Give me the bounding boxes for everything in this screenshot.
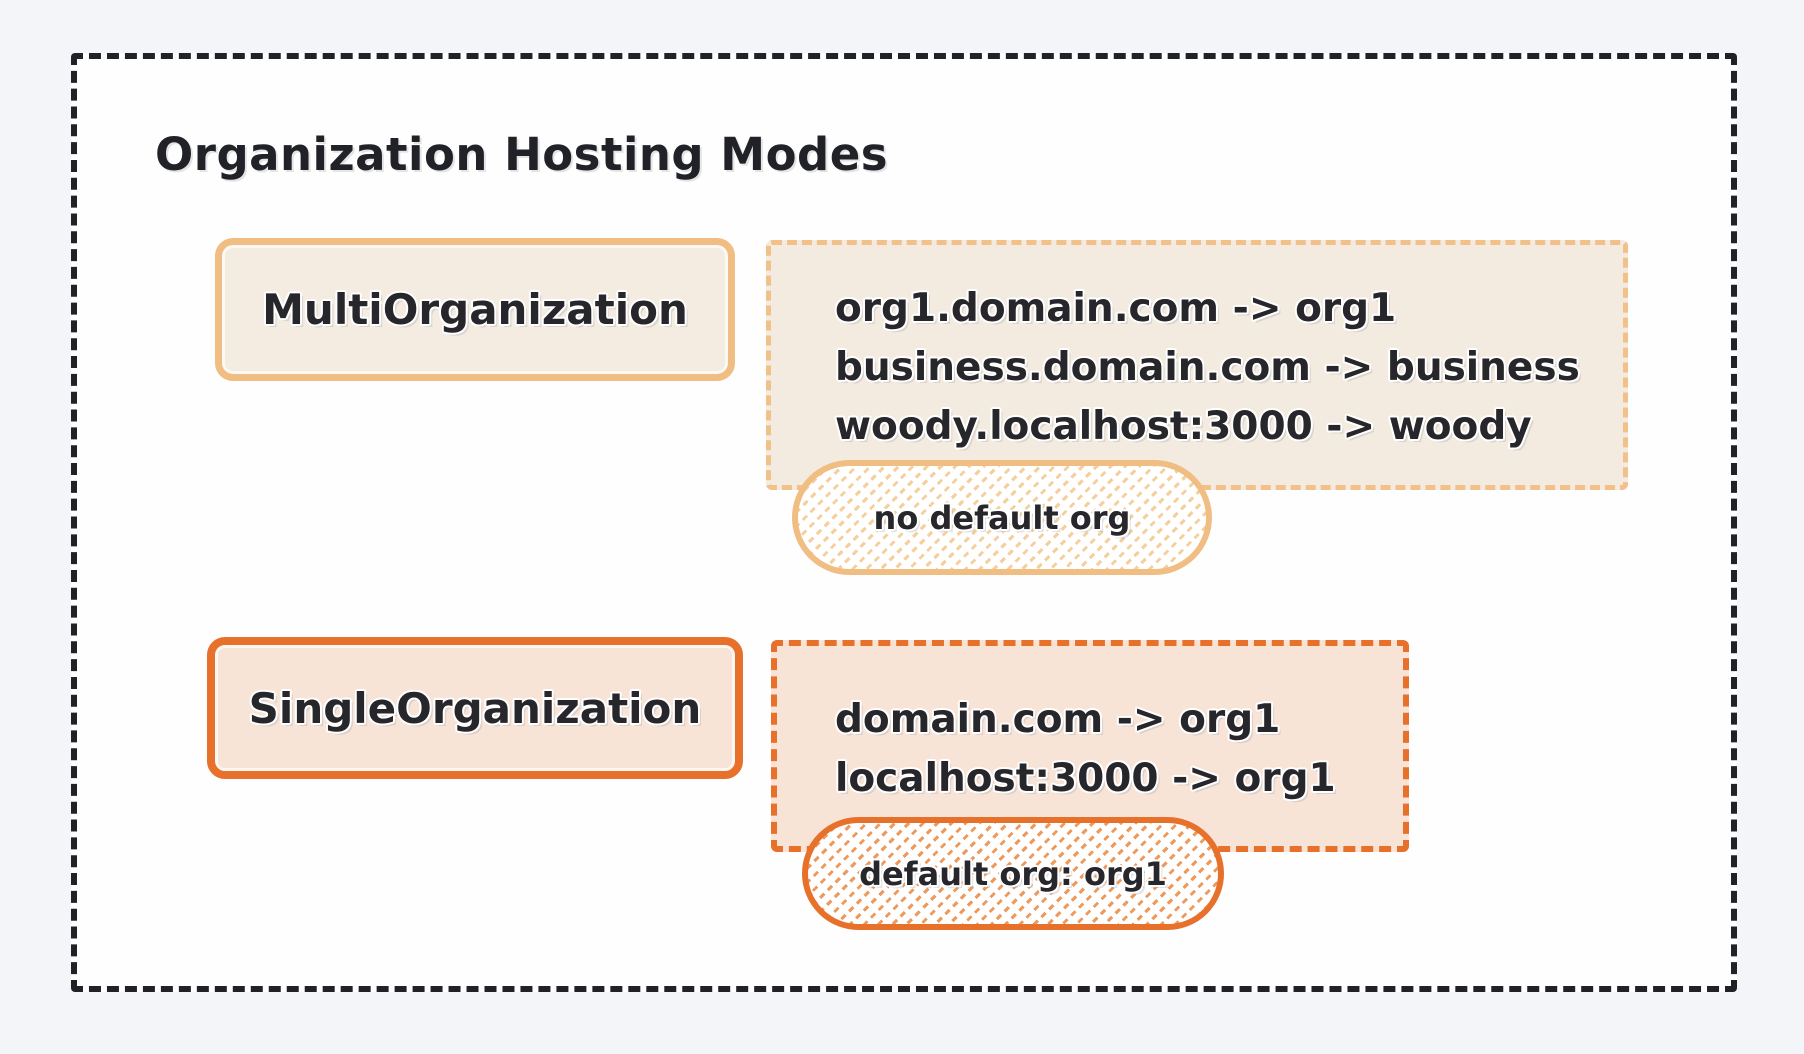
mapping-line: business.domain.com -> business bbox=[835, 345, 1580, 390]
multi-organization-box: MultiOrganization bbox=[215, 238, 735, 381]
single-organization-default-badge-label: default org: org1 bbox=[859, 854, 1167, 893]
mapping-line: woody.localhost:3000 -> woody bbox=[835, 404, 1532, 449]
multi-organization-mappings-box: org1.domain.com -> org1 business.domain.… bbox=[766, 240, 1628, 490]
diagram-title: Organization Hosting Modes bbox=[155, 128, 889, 181]
single-organization-box: SingleOrganization bbox=[207, 637, 743, 779]
single-organization-default-badge: default org: org1 bbox=[802, 817, 1224, 930]
multi-organization-label: MultiOrganization bbox=[262, 285, 688, 334]
multi-organization-default-badge: no default org bbox=[792, 460, 1212, 575]
mapping-line: localhost:3000 -> org1 bbox=[835, 756, 1336, 801]
multi-organization-default-badge-label: no default org bbox=[873, 498, 1131, 537]
single-organization-mappings-box: domain.com -> org1 localhost:3000 -> org… bbox=[771, 640, 1409, 852]
mapping-line: org1.domain.com -> org1 bbox=[835, 286, 1397, 331]
mapping-line: domain.com -> org1 bbox=[835, 697, 1281, 742]
single-organization-label: SingleOrganization bbox=[248, 683, 702, 733]
